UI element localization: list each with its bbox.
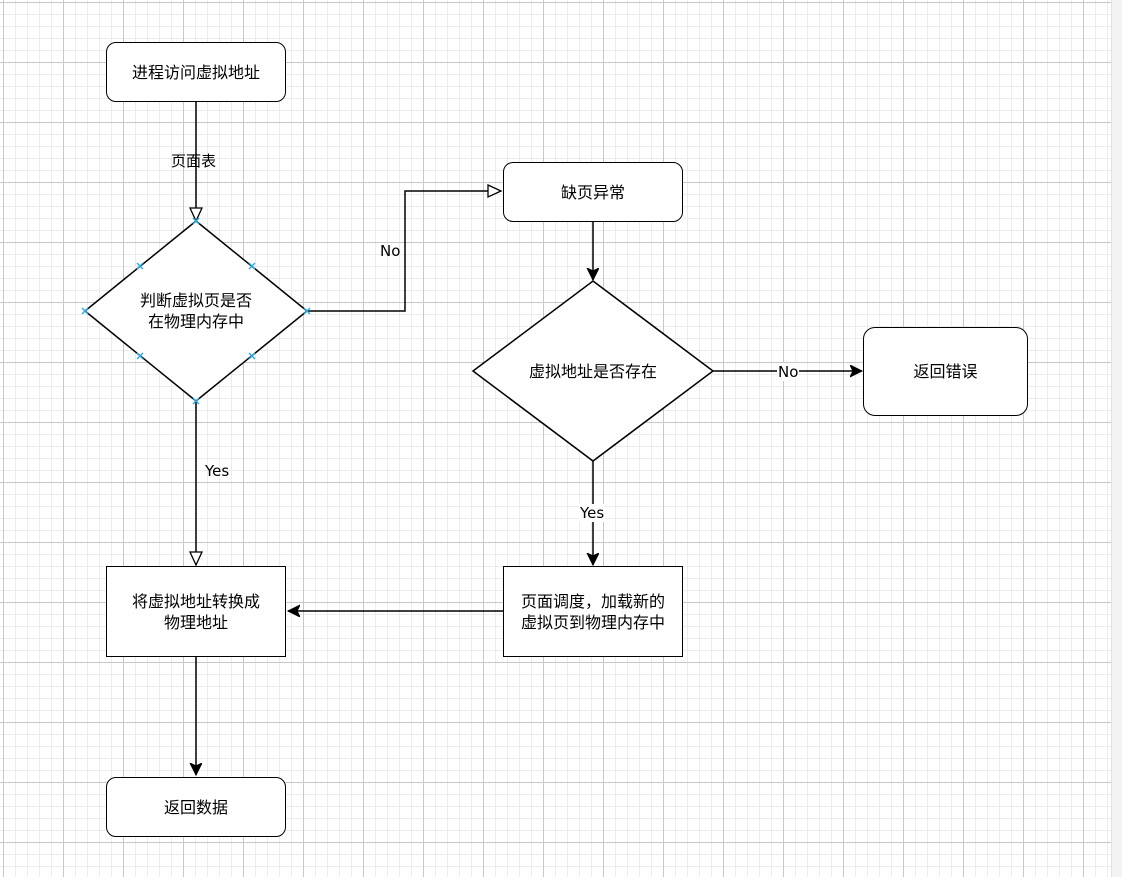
node-check-memory-label-box: 判断虚拟页是否 在物理内存中 <box>116 283 276 339</box>
node-check-address-label-box: 虚拟地址是否存在 <box>503 356 683 386</box>
node-check-memory-label: 判断虚拟页是否 在物理内存中 <box>139 291 252 331</box>
node-page-in[interactable]: 页面调度，加载新的 虚拟页到物理内存中 <box>503 566 683 657</box>
node-return-error[interactable]: 返回错误 <box>863 327 1028 416</box>
node-page-fault[interactable]: 缺页异常 <box>503 162 683 222</box>
decision-check-address-shape[interactable] <box>471 280 715 462</box>
vertical-scrollbar[interactable] <box>1111 0 1122 877</box>
node-page-fault-label: 缺页异常 <box>560 182 625 202</box>
edge-label-yes-2: Yes <box>579 504 606 522</box>
node-start[interactable]: 进程访问虚拟地址 <box>106 42 286 102</box>
node-check-address-label: 虚拟地址是否存在 <box>528 361 657 381</box>
node-return-error-label: 返回错误 <box>913 362 978 381</box>
node-start-label: 进程访问虚拟地址 <box>131 62 260 82</box>
edge-label-no-1: No <box>380 242 401 260</box>
edge-check-memory-to-page-fault[interactable] <box>307 191 501 312</box>
node-translate-label: 将虚拟地址转换成 物理地址 <box>131 591 260 632</box>
edge-label-no-2: No <box>777 363 800 381</box>
node-translate[interactable]: 将虚拟地址转换成 物理地址 <box>106 566 286 657</box>
node-page-in-label: 页面调度，加载新的 虚拟页到物理内存中 <box>520 591 665 632</box>
selection-handles[interactable] <box>81 217 311 405</box>
node-return-data-label: 返回数据 <box>163 797 228 817</box>
edge-label-yes-1: Yes <box>205 462 230 480</box>
node-return-data[interactable]: 返回数据 <box>106 777 286 837</box>
edge-label-page-table: 页面表 <box>171 152 217 170</box>
